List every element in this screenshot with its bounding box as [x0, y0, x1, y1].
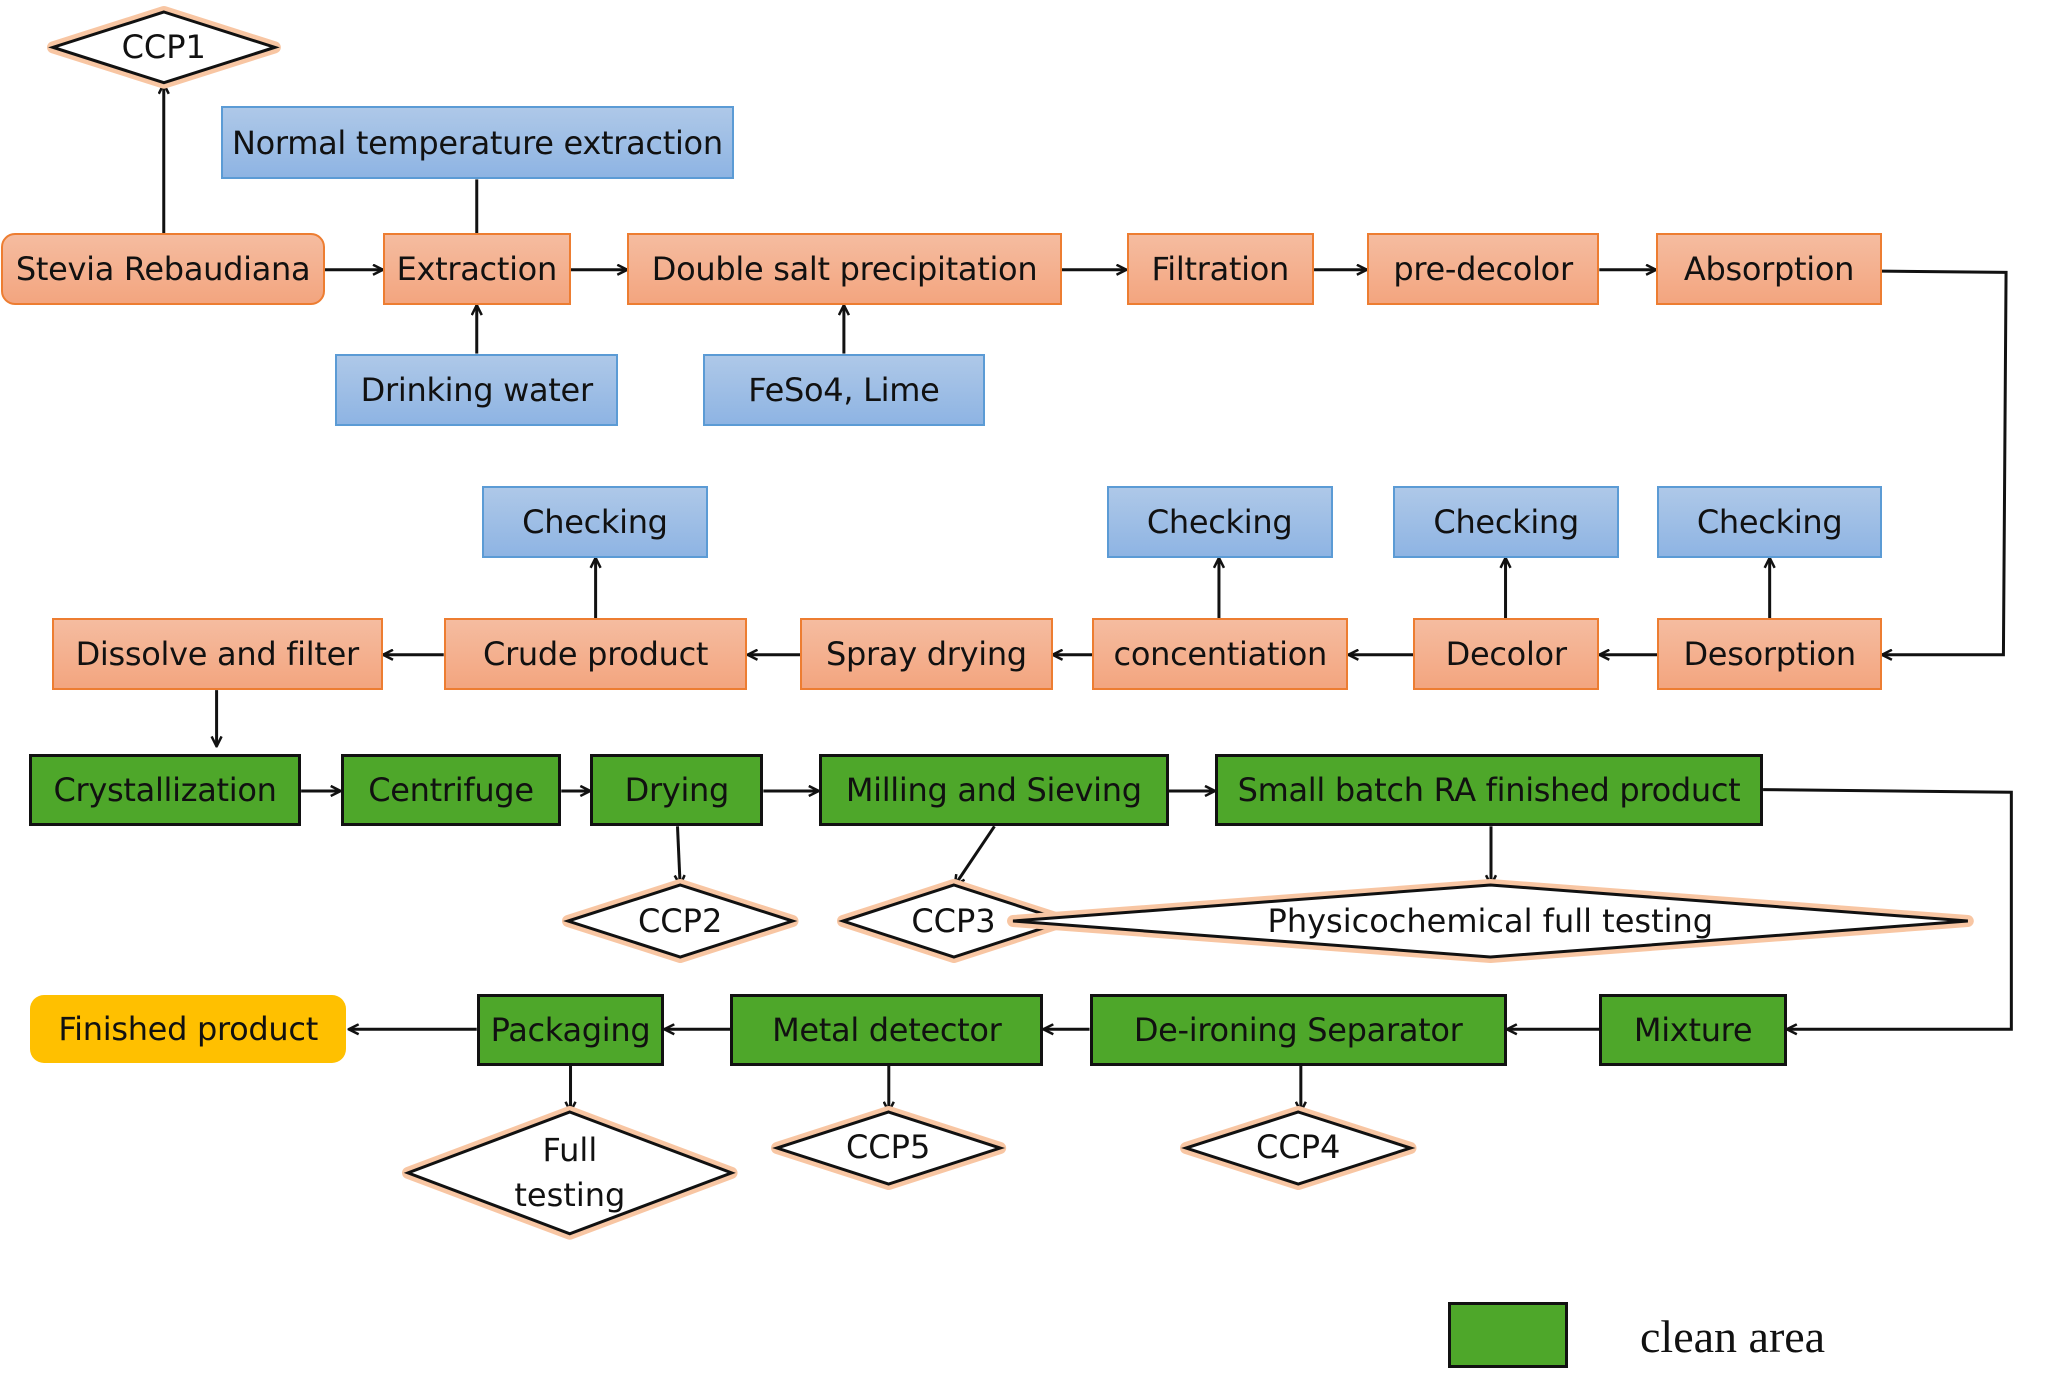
node-milling-and-sieving: Milling and Sieving: [818, 754, 1169, 827]
decision-ccp3: CCP3: [836, 879, 1071, 964]
diamond-shape: [402, 1105, 738, 1240]
node-metal-detector: Metal detector: [730, 993, 1044, 1066]
node-absorption: Absorption: [1656, 233, 1882, 306]
node-small-batch-ra-finished-product: Small batch RA finished product: [1214, 754, 1764, 827]
decision-full-testing: Full testing: [402, 1105, 738, 1240]
node-label: Packaging: [490, 1010, 651, 1049]
node-feso4-lime: FeSo4, Lime: [702, 353, 986, 426]
node-drying: Drying: [590, 754, 764, 827]
decision-ccp4: CCP4: [1179, 1105, 1417, 1190]
node-spray-drying: Spray drying: [800, 618, 1053, 691]
decision-ccp5: CCP5: [770, 1105, 1006, 1190]
node-label: Small batch RA finished product: [1237, 771, 1741, 810]
legend-clean-area-swatch: [1448, 1302, 1568, 1368]
diamond-shape: [46, 5, 281, 89]
decision-label: CCP4: [1256, 1128, 1341, 1167]
node-label: Stevia Rebaudiana: [15, 250, 311, 289]
decision-label: Physicochemical full testing: [1267, 901, 1714, 940]
node-label: Double salt precipitation: [651, 250, 1038, 289]
node-crystallization: Crystallization: [29, 754, 302, 827]
node-label: Desorption: [1683, 635, 1856, 674]
node-label: Finished product: [58, 1010, 318, 1049]
node-de-ironing-separator: De-ironing Separator: [1089, 993, 1507, 1066]
decision-label: CCP2: [637, 901, 723, 940]
node-decolor: Decolor: [1413, 618, 1600, 691]
node-label: Normal temperature extraction: [231, 123, 723, 162]
decision-label: CCP1: [121, 27, 206, 66]
node-label: Dissolve and filter: [75, 635, 360, 674]
node-normal-temperature-extraction: Normal temperature extraction: [220, 106, 735, 180]
diamond-shape: [1006, 879, 1974, 964]
node-double-salt-precipitation: Double salt precipitation: [627, 233, 1062, 306]
node-centrifuge: Centrifuge: [340, 754, 562, 827]
node-label: Extraction: [396, 250, 558, 289]
node-checking-crude: Checking: [482, 485, 708, 558]
node-extraction: Extraction: [382, 233, 571, 306]
node-label: Centrifuge: [368, 771, 534, 810]
node-filtration: Filtration: [1126, 233, 1315, 306]
node-stevia-rebaudiana: Stevia Rebaudiana: [1, 233, 325, 306]
node-label: pre-decolor: [1393, 250, 1573, 289]
node-packaging: Packaging: [476, 993, 665, 1066]
node-concentiation: concentiation: [1092, 618, 1349, 691]
node-checking-desorption: Checking: [1657, 485, 1882, 558]
node-label: Crystallization: [53, 771, 277, 810]
node-drinking-water: Drinking water: [335, 353, 619, 426]
node-label: Checking: [1146, 502, 1293, 541]
decision-ccp1: CCP1: [46, 5, 281, 89]
node-label: De-ironing Separator: [1133, 1010, 1463, 1049]
node-label: Filtration: [1151, 250, 1290, 289]
decision-ccp2: CCP2: [561, 879, 799, 964]
decision-label: CCP3: [911, 901, 996, 940]
connector-milling-ccp3: [955, 825, 996, 885]
node-checking-decolor: Checking: [1393, 485, 1620, 558]
node-finished-product: Finished product: [30, 995, 346, 1064]
node-label: Absorption: [1683, 250, 1855, 289]
node-label: Spray drying: [826, 635, 1027, 674]
node-label: Checking: [522, 502, 668, 541]
connector-drying-ccp2: [677, 826, 680, 885]
node-label: Drinking water: [360, 370, 593, 409]
node-label: Mixture: [1633, 1010, 1753, 1049]
node-desorption: Desorption: [1657, 618, 1882, 691]
node-label: Drying: [624, 771, 730, 810]
node-label: concentiation: [1113, 635, 1328, 674]
node-pre-decolor: pre-decolor: [1366, 233, 1600, 306]
node-checking-concentiation: Checking: [1106, 485, 1333, 558]
node-dissolve-and-filter: Dissolve and filter: [51, 618, 383, 691]
diamond-shape: [561, 879, 799, 964]
node-crude-product: Crude product: [443, 618, 748, 691]
node-label: Decolor: [1445, 635, 1567, 674]
node-label: Metal detector: [772, 1010, 1002, 1049]
decision-label: Full testing: [514, 1130, 626, 1214]
node-label: FeSo4, Lime: [748, 370, 940, 409]
node-label: Checking: [1433, 502, 1579, 541]
diamond-shape: [770, 1105, 1006, 1190]
decision-physicochemical-full-testing: Physicochemical full testing: [1006, 879, 1974, 964]
diamond-shape: [1179, 1105, 1417, 1190]
node-label: Checking: [1696, 502, 1843, 541]
decision-label: CCP5: [845, 1128, 931, 1167]
node-mixture: Mixture: [1599, 993, 1787, 1066]
node-label: Crude product: [483, 635, 709, 674]
node-label: Milling and Sieving: [845, 771, 1142, 810]
legend-clean-area-label: clean area: [1640, 1311, 1826, 1362]
diamond-shape: [836, 879, 1071, 964]
connector-absorption-desorption: [1882, 269, 2008, 655]
